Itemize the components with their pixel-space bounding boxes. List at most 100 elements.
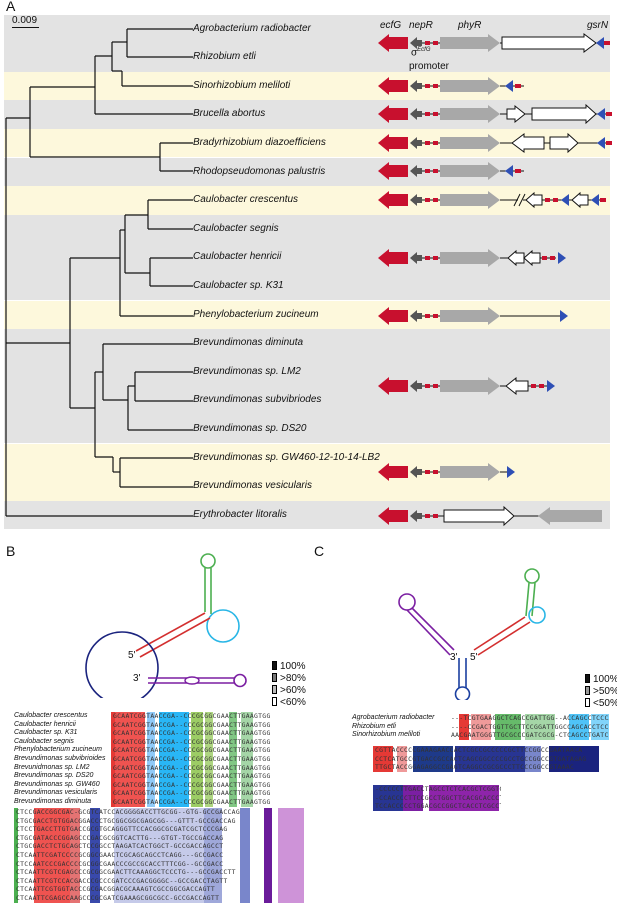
conservation-block	[70, 833, 80, 843]
species-band	[4, 329, 610, 358]
conservation-block	[240, 850, 250, 860]
alignment-row: -CCACCCCTTCCGCCTGGCTTCACGCACCCTCGG	[373, 793, 501, 803]
conservation-block	[591, 714, 609, 723]
conservation-block	[241, 720, 253, 730]
conservation-block	[495, 714, 521, 723]
conservation-block	[114, 876, 204, 886]
alignment-species-name: Brevundimonas diminuta	[14, 797, 92, 805]
conservation-block	[70, 842, 80, 851]
conservation-block	[241, 772, 253, 781]
conservation-block	[264, 808, 272, 817]
cluster-caulobacter-crescentus	[377, 190, 606, 210]
conservation-block	[278, 825, 304, 834]
sequence-text: CTGCGATACCCGGAGCCCGACGCGGTCACTTG---GTGT-…	[16, 833, 224, 842]
alignment-row: TCCACCCCCTGGACGCCGGCTCACCTCGCCTC	[373, 802, 501, 811]
swatch-60	[272, 685, 277, 694]
alignment-species-name: Brevunidmonas sp. LM2	[14, 763, 90, 771]
sequence-text: CCTCATGCCGTGACCGCCACTCAGCGGCCCCGCCTGCCGG…	[375, 754, 587, 763]
conservation-block	[455, 754, 525, 764]
alignment-row: GCAATCGGTAACCGA--CCCGCGGCGAACTTGAAGTGGCG…	[111, 772, 271, 781]
scale-bar: 0.009	[12, 15, 42, 28]
conservation-block	[264, 833, 272, 843]
species-name: Brevundimonas sp. DS20	[193, 422, 307, 434]
conservation-block	[90, 885, 100, 894]
conservation-block	[429, 802, 499, 811]
conservation-block	[147, 789, 155, 798]
conservation-block	[114, 833, 204, 843]
alignment-species-name: Brevundimonas vesicularis	[14, 789, 98, 797]
conservation-block	[191, 720, 203, 730]
conservation-block	[229, 789, 237, 798]
species-name: Brevundimonas vesicularis	[193, 480, 312, 492]
alignment-row: CGTTACCCCCGAAAGAACCACTCGCCGCCCCCGCTTCCGG…	[373, 746, 607, 755]
conservation-block	[229, 763, 237, 773]
conservation-block	[264, 850, 272, 860]
conservation-block	[191, 712, 203, 721]
conservation-block	[549, 754, 599, 764]
conservation-block	[403, 785, 423, 794]
c-legend-lt50: <50%	[585, 698, 617, 709]
sequence-text: AACGAATGGGTTGCGCCCGATCGCG-CTCAGCCTGATCGC…	[451, 731, 609, 740]
conservation-block	[471, 714, 491, 723]
alignment-row: CTGCGATACCCGGAGCCCGACGCGGTCACTTG---GTGT-…	[14, 833, 306, 843]
sequence-text: GCAATCGGTAACCGA--CCCGCGGCGAACTTGAAGTGGCG…	[113, 729, 271, 738]
conservation-block	[159, 737, 189, 747]
conservation-block	[205, 789, 213, 798]
b-legend-100-label: 100%	[280, 661, 306, 672]
sequence-text: TTGCTACCGGAGAGGCCGAGTCAGGCCGCGCCCTTCCCGG…	[375, 763, 575, 772]
conservation-block	[205, 797, 213, 807]
species-name: Phenylobacterium zucineum	[193, 308, 319, 320]
conservation-block	[495, 722, 521, 732]
c-legend-100-label: 100%	[593, 674, 617, 685]
conservation-block	[278, 816, 304, 826]
conservation-block	[459, 714, 469, 723]
conservation-block	[241, 737, 253, 747]
conservation-block	[191, 780, 203, 790]
alignment-row: CCTCATGCCGTGACCGCCACTCAGCGGCCCCGCCTGCCGG…	[373, 754, 607, 764]
conservation-block	[229, 737, 237, 747]
conservation-block	[90, 850, 100, 860]
sequence-text: GCAATCGGTAACCGA--CCCGCGGCGAACTTGAAGTGGCC…	[113, 763, 271, 772]
conservation-block	[90, 868, 100, 877]
conservation-block	[240, 859, 250, 869]
alignment-species-name: Brevundimonas subvibrioides	[14, 754, 106, 762]
conservation-block	[90, 842, 100, 851]
conservation-block	[114, 825, 204, 834]
panel-c-label: C	[314, 543, 325, 559]
species-name: Rhodopseudomonas palustris	[193, 165, 326, 177]
conservation-block	[111, 712, 115, 721]
conservation-block	[229, 780, 237, 790]
conservation-block	[191, 729, 203, 738]
conservation-block	[241, 797, 253, 807]
conservation-block	[278, 893, 304, 903]
sequence-text: CTGCGACCTGTGGACGGACCCTGCGGCGGCGAGCGG---G…	[16, 816, 236, 825]
gene-label-gsrn: gsrN	[587, 20, 609, 31]
sequence-text: CTCCGACCGGCGAC-GCGTCATCCACGGGGACCTTGCGG-…	[16, 808, 240, 816]
conservation-block	[278, 842, 304, 851]
conservation-block	[373, 754, 393, 764]
conservation-block	[229, 797, 237, 807]
sequence-text: TCCACCCCCTGGACGCCGGCTCACCTCGCCTC	[375, 802, 501, 811]
conservation-block	[191, 772, 203, 781]
gene-label-phyr: phyR	[458, 20, 482, 31]
swatch-100	[272, 661, 277, 670]
conservation-block	[14, 833, 18, 843]
alignment-row: GCAATCGGTAACCGA--CCCGCGGCGAACTTGAAGTGGCG…	[111, 780, 271, 790]
species-name: Erythrobacter litoralis	[193, 508, 287, 520]
cluster-phenylobacterium	[377, 306, 568, 326]
conservation-block	[549, 746, 599, 755]
c-five-prime: 5'	[470, 652, 478, 663]
conservation-block	[34, 825, 70, 834]
conservation-block	[191, 763, 203, 773]
conservation-block	[264, 876, 272, 886]
conservation-block	[115, 797, 145, 807]
alignment-species-name: Phenylobacterium zucineum	[14, 746, 102, 754]
conservation-block	[429, 793, 499, 803]
conservation-block	[70, 885, 80, 894]
c-legend-50: >50%	[585, 686, 617, 697]
conservation-block	[278, 876, 304, 886]
conservation-block	[114, 808, 204, 817]
conservation-block	[204, 825, 222, 834]
conservation-block	[471, 722, 491, 732]
conservation-block	[591, 722, 609, 732]
